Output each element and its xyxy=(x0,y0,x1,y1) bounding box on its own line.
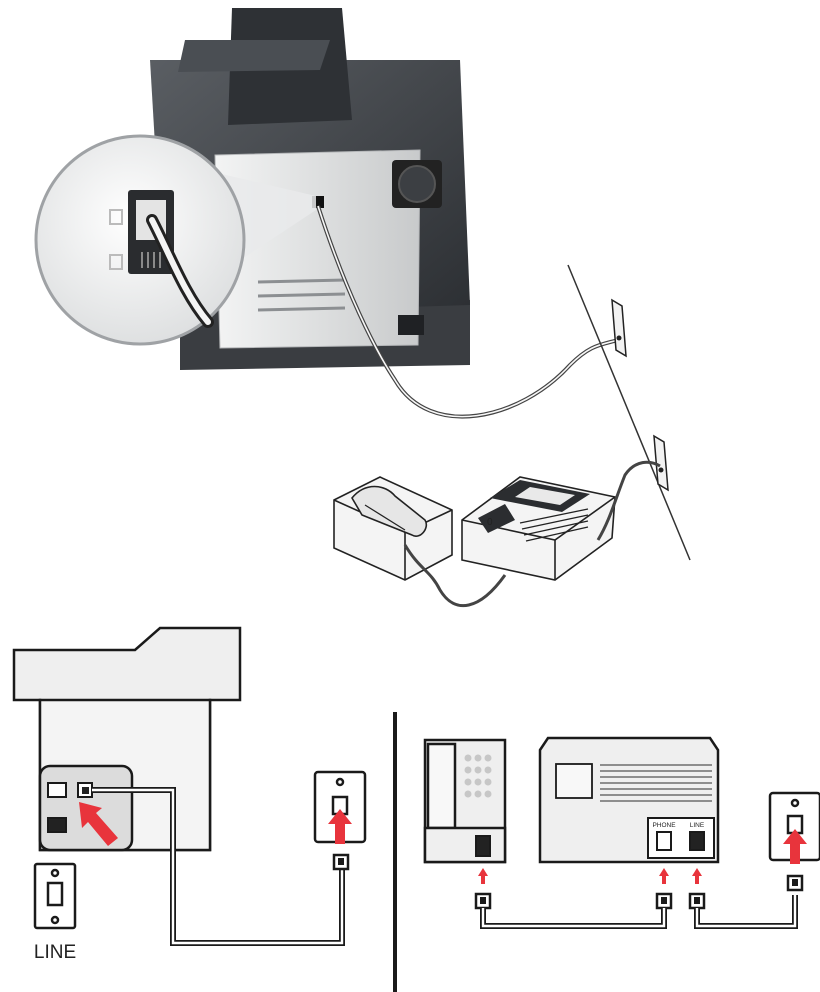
red-arrow-icon xyxy=(328,809,352,844)
answering-machine-phone-label: PHONE xyxy=(652,822,676,829)
answering-machine-line-label: LINE xyxy=(690,822,705,829)
red-arrow-icon xyxy=(79,802,118,846)
red-arrow-icon xyxy=(692,868,702,884)
schematic-cable-machine-wall xyxy=(694,895,798,929)
printer-illustration xyxy=(150,8,470,370)
wall-jack-upper xyxy=(611,298,627,358)
schematic-usb-port xyxy=(47,817,67,833)
schematic-cable-phone-machine xyxy=(480,908,667,929)
wall-line xyxy=(567,264,691,561)
schematic-phone-port xyxy=(47,782,67,798)
port-magnifier xyxy=(34,134,316,346)
schematic-machine-line-port xyxy=(689,831,705,851)
cable-phone-to-machine xyxy=(403,544,507,608)
schematic-telephone-keypad xyxy=(464,754,492,798)
red-arrow-icon xyxy=(478,868,488,884)
schematic-answering-machine-grille xyxy=(600,764,712,802)
rj11-plug-icon xyxy=(474,892,706,910)
line-port-jack xyxy=(33,862,77,930)
red-arrow-icon xyxy=(659,868,669,884)
red-arrow-icon xyxy=(783,829,807,864)
schematic-machine-phone-port xyxy=(656,831,672,851)
wall-jack-lower xyxy=(653,434,669,492)
answering-machine-illustration: 0 xyxy=(461,476,616,581)
schematic-printer xyxy=(12,626,242,852)
cable-machine-to-wall xyxy=(596,460,661,541)
telephone-illustration xyxy=(333,476,453,581)
answering-machine-display-digit: 0 xyxy=(487,517,493,528)
line-port-label: LINE xyxy=(34,942,76,963)
power-socket xyxy=(398,315,424,335)
